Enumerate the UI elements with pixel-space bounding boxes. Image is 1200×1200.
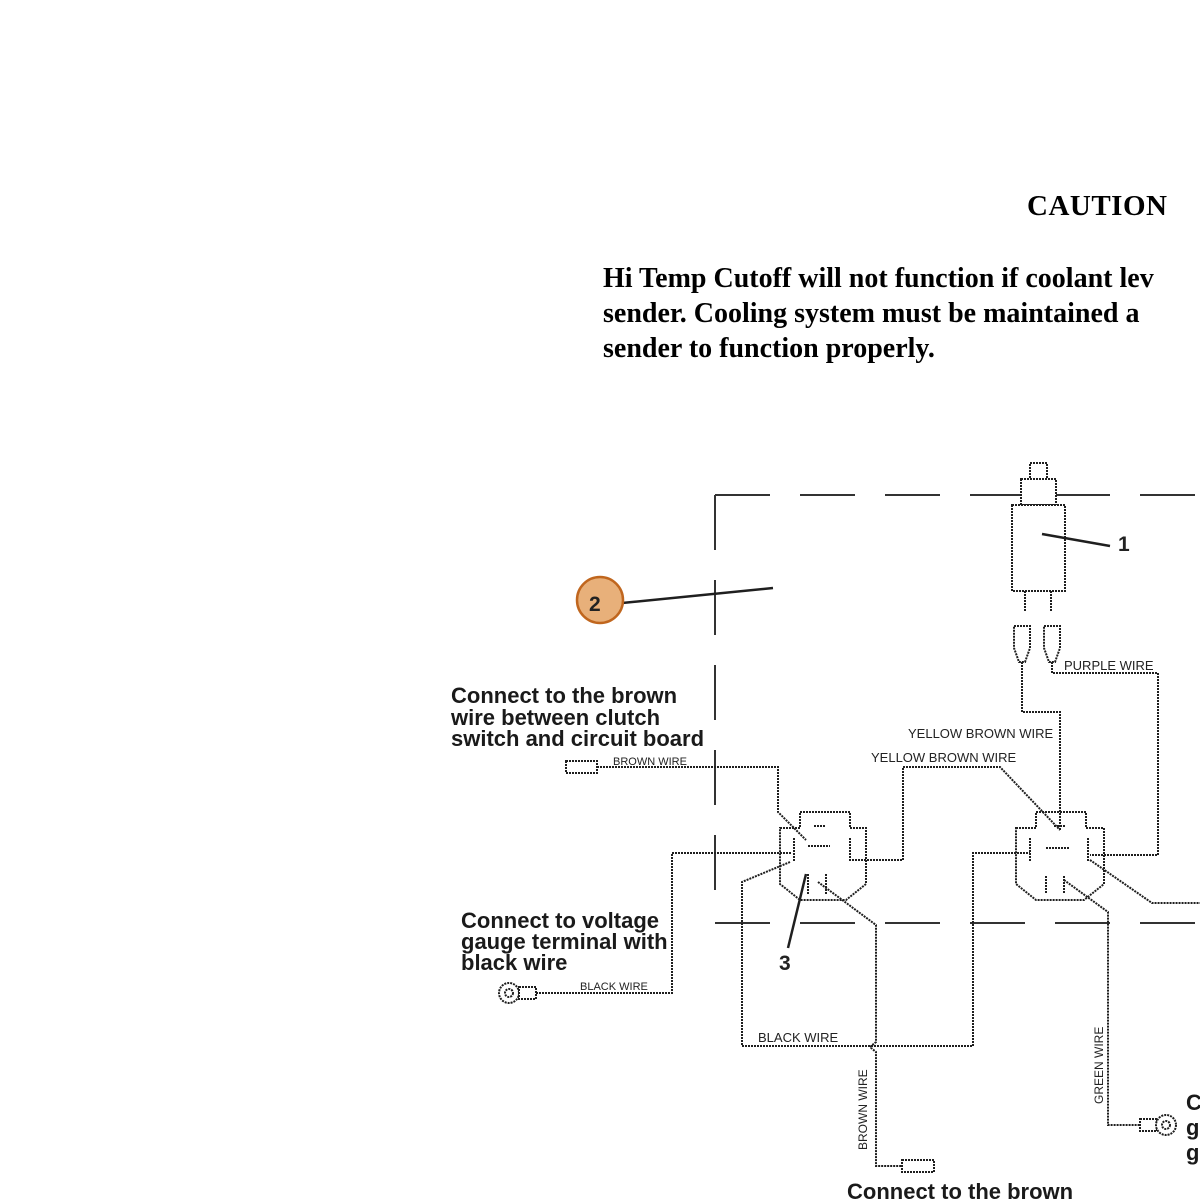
ring-terminal-green: [1139, 1114, 1177, 1136]
caution-title: CAUTION: [1027, 190, 1168, 222]
leader-lines: [611, 532, 1111, 949]
callout-2-highlight: [575, 575, 625, 625]
temp-sender: [1011, 462, 1066, 663]
label-green-wire-vertical: GREEN WIRE: [1092, 1027, 1106, 1104]
note-right-cut-2: g: [1186, 1115, 1199, 1140]
note-brown-top-line-3: switch and circuit board: [451, 726, 704, 751]
relay-left: [779, 811, 867, 901]
caution-text-line-3: sender to function properly.: [603, 333, 935, 364]
note-right-cut-1: C: [1186, 1090, 1200, 1115]
note-brown-top-line-1: Connect to the brown: [451, 683, 677, 708]
note-voltage-line-3: black wire: [461, 950, 567, 975]
terminal-brown-top: [565, 760, 598, 774]
note-voltage-line-2: gauge terminal with: [461, 929, 668, 954]
caution-text-line-1: Hi Temp Cutoff will not function if cool…: [603, 263, 1154, 294]
label-black-wire-left: BLACK WIRE: [580, 981, 648, 993]
label-black-wire-bottom: BLACK WIRE: [758, 1030, 839, 1045]
ring-terminal-voltage: [498, 982, 537, 1004]
machine-outline: [714, 494, 1200, 924]
label-yellow-brown-wire-1: YELLOW BROWN WIRE: [908, 726, 1054, 741]
note-voltage-line-1: Connect to voltage: [461, 908, 659, 933]
wiring-runs: [536, 662, 1200, 1167]
label-yellow-brown-wire-2: YELLOW BROWN WIRE: [871, 750, 1017, 765]
callout-1-label: 1: [1118, 533, 1130, 556]
callout-2-label: 2: [589, 593, 601, 616]
label-purple-wire: PURPLE WIRE: [1064, 658, 1154, 673]
terminals: [498, 760, 1177, 1173]
label-brown-wire-top: BROWN WIRE: [613, 756, 687, 768]
relay-right: [1015, 811, 1105, 901]
note-brown-bottom: Connect to the brown: [847, 1179, 1073, 1200]
note-right-cut-3: g: [1186, 1140, 1199, 1165]
caution-text-line-2: sender. Cooling system must be maintaine…: [603, 298, 1140, 329]
callout-3-label: 3: [779, 952, 791, 975]
note-brown-top-line-2: wire between clutch: [450, 705, 660, 730]
terminal-brown-bottom: [901, 1159, 935, 1173]
label-brown-wire-vertical: BROWN WIRE: [856, 1069, 870, 1150]
